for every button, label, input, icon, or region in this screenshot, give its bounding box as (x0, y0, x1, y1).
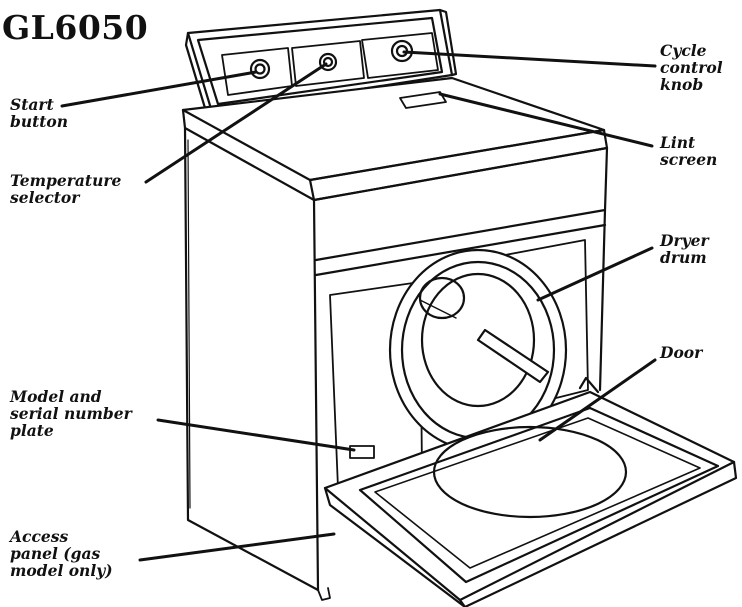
model-title: GL6050 (2, 8, 149, 47)
door-art (323, 376, 738, 607)
leader-cycle-knob (402, 50, 657, 68)
leader-lines (60, 50, 657, 562)
label-lint-screen: Lint screen (660, 133, 718, 169)
label-dryer-drum: Dryer drum (660, 231, 709, 267)
leader-dryer-drum (536, 246, 654, 302)
start-button-knob (249, 58, 271, 80)
leader-lint-screen (438, 92, 654, 148)
label-access-panel: Access panel (gas model only) (10, 527, 113, 580)
dryer-top (181, 76, 609, 202)
label-start-button: Start button (10, 95, 69, 131)
leader-access-panel (138, 532, 336, 562)
label-model-serial-plate: Model and serial number plate (10, 387, 132, 440)
leader-door (538, 358, 657, 442)
dryer-drum-art (388, 248, 568, 452)
label-temperature-selector: Temperature selector (10, 171, 122, 207)
label-door: Door (660, 343, 703, 362)
serial-plate-art (349, 445, 375, 459)
leader-serial-plate (156, 418, 356, 452)
leader-start-button (60, 70, 258, 108)
leader-temperature (144, 62, 328, 184)
label-cycle-control-knob: Cycle control knob (660, 41, 723, 94)
dryer-cabinet (183, 126, 609, 601)
